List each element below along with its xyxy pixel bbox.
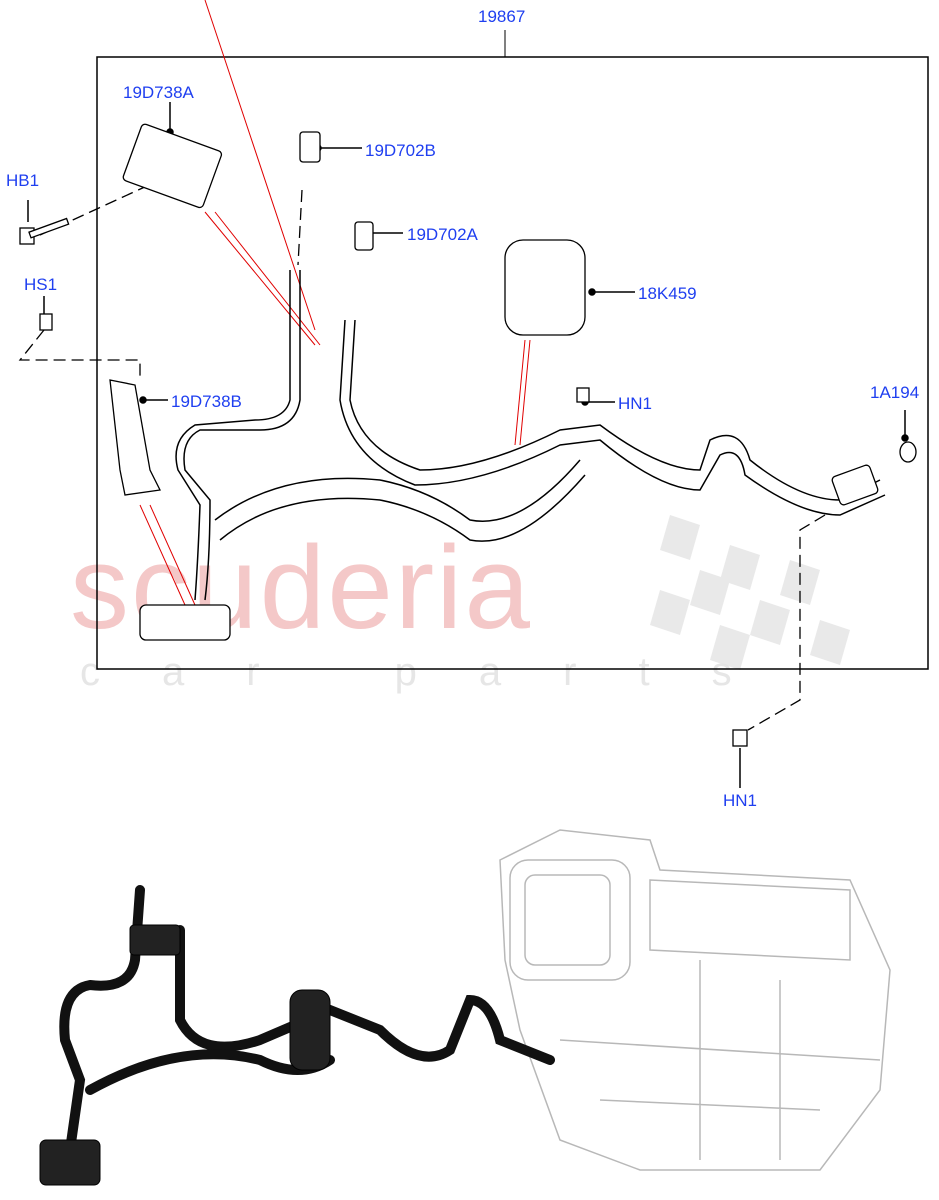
- hvac-unit: [499, 829, 891, 1171]
- assembly-frame: [96, 56, 929, 670]
- part-18k459: [504, 239, 586, 336]
- watermark-subtext: car parts: [80, 650, 794, 694]
- part-19d738b: [109, 379, 161, 496]
- label-19d738a: 19D738A: [123, 83, 194, 102]
- label-19d702b: 19D702B: [365, 141, 436, 160]
- checker-watermark: [650, 515, 850, 670]
- valve-block: [139, 604, 231, 641]
- part-19d738a: [122, 123, 223, 209]
- label-hb1: HB1: [6, 171, 40, 190]
- label-hs1: HS1: [24, 275, 58, 294]
- label-19867: 19867: [478, 7, 526, 26]
- label-19d702a: 19D702A: [407, 225, 478, 244]
- label-1a194: 1A194: [870, 383, 920, 402]
- label-19d738b: 19D738B: [171, 392, 242, 411]
- pipe-assembly: [175, 270, 886, 601]
- label-hn1-bottom: HN1: [723, 791, 758, 810]
- label-hn1-top: HN1: [618, 394, 653, 413]
- label-18k459: 18K459: [638, 284, 697, 303]
